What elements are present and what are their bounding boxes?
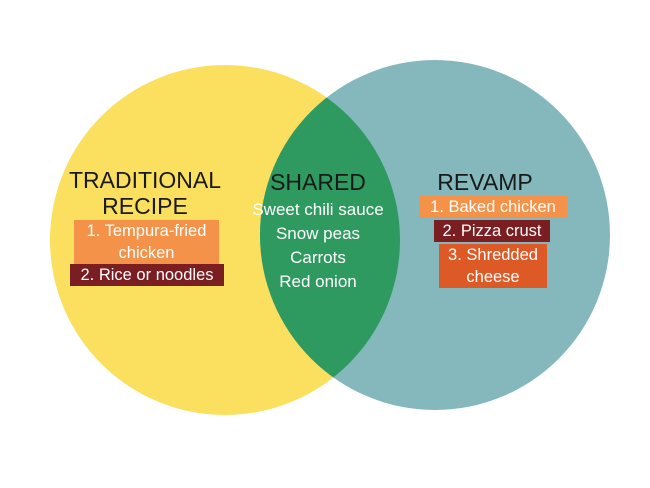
revamp-title: REVAMP bbox=[437, 169, 533, 195]
revamp-item-3-line1: 3. Shredded bbox=[448, 246, 538, 264]
traditional-title-line2: RECIPE bbox=[102, 193, 188, 219]
shared-overlap bbox=[260, 65, 400, 410]
revamp-item-2: 2. Pizza crust bbox=[434, 220, 550, 242]
traditional-item-2-line1: 2. Rice or noodles bbox=[80, 266, 214, 284]
shared-list: Sweet chili sauce Snow peas Carrots Red … bbox=[233, 198, 403, 294]
traditional-title-line1: TRADITIONAL bbox=[68, 167, 222, 193]
traditional-item-2: 2. Rice or noodles bbox=[70, 264, 224, 286]
revamp-item-3: 3. Shredded cheese bbox=[439, 244, 547, 288]
traditional-title: TRADITIONAL RECIPE bbox=[60, 167, 230, 219]
traditional-item-1-line2: chicken bbox=[118, 244, 175, 262]
revamp-item-1-line1: 1. Baked chicken bbox=[430, 198, 556, 216]
revamp-item-3-line2: cheese bbox=[466, 268, 520, 286]
shared-title: SHARED bbox=[270, 169, 366, 195]
revamp-item-2-line1: 2. Pizza crust bbox=[442, 222, 542, 240]
traditional-item-1: 1. Tempura-fried chicken bbox=[74, 220, 219, 264]
revamp-item-1: 1. Baked chicken bbox=[419, 196, 567, 218]
shared-item: Sweet chili sauce bbox=[252, 200, 384, 219]
shared-item: Carrots bbox=[290, 248, 346, 267]
traditional-item-1-line1: 1. Tempura-fried bbox=[86, 222, 207, 240]
shared-item: Snow peas bbox=[275, 224, 361, 243]
shared-item: Red onion bbox=[279, 272, 357, 291]
